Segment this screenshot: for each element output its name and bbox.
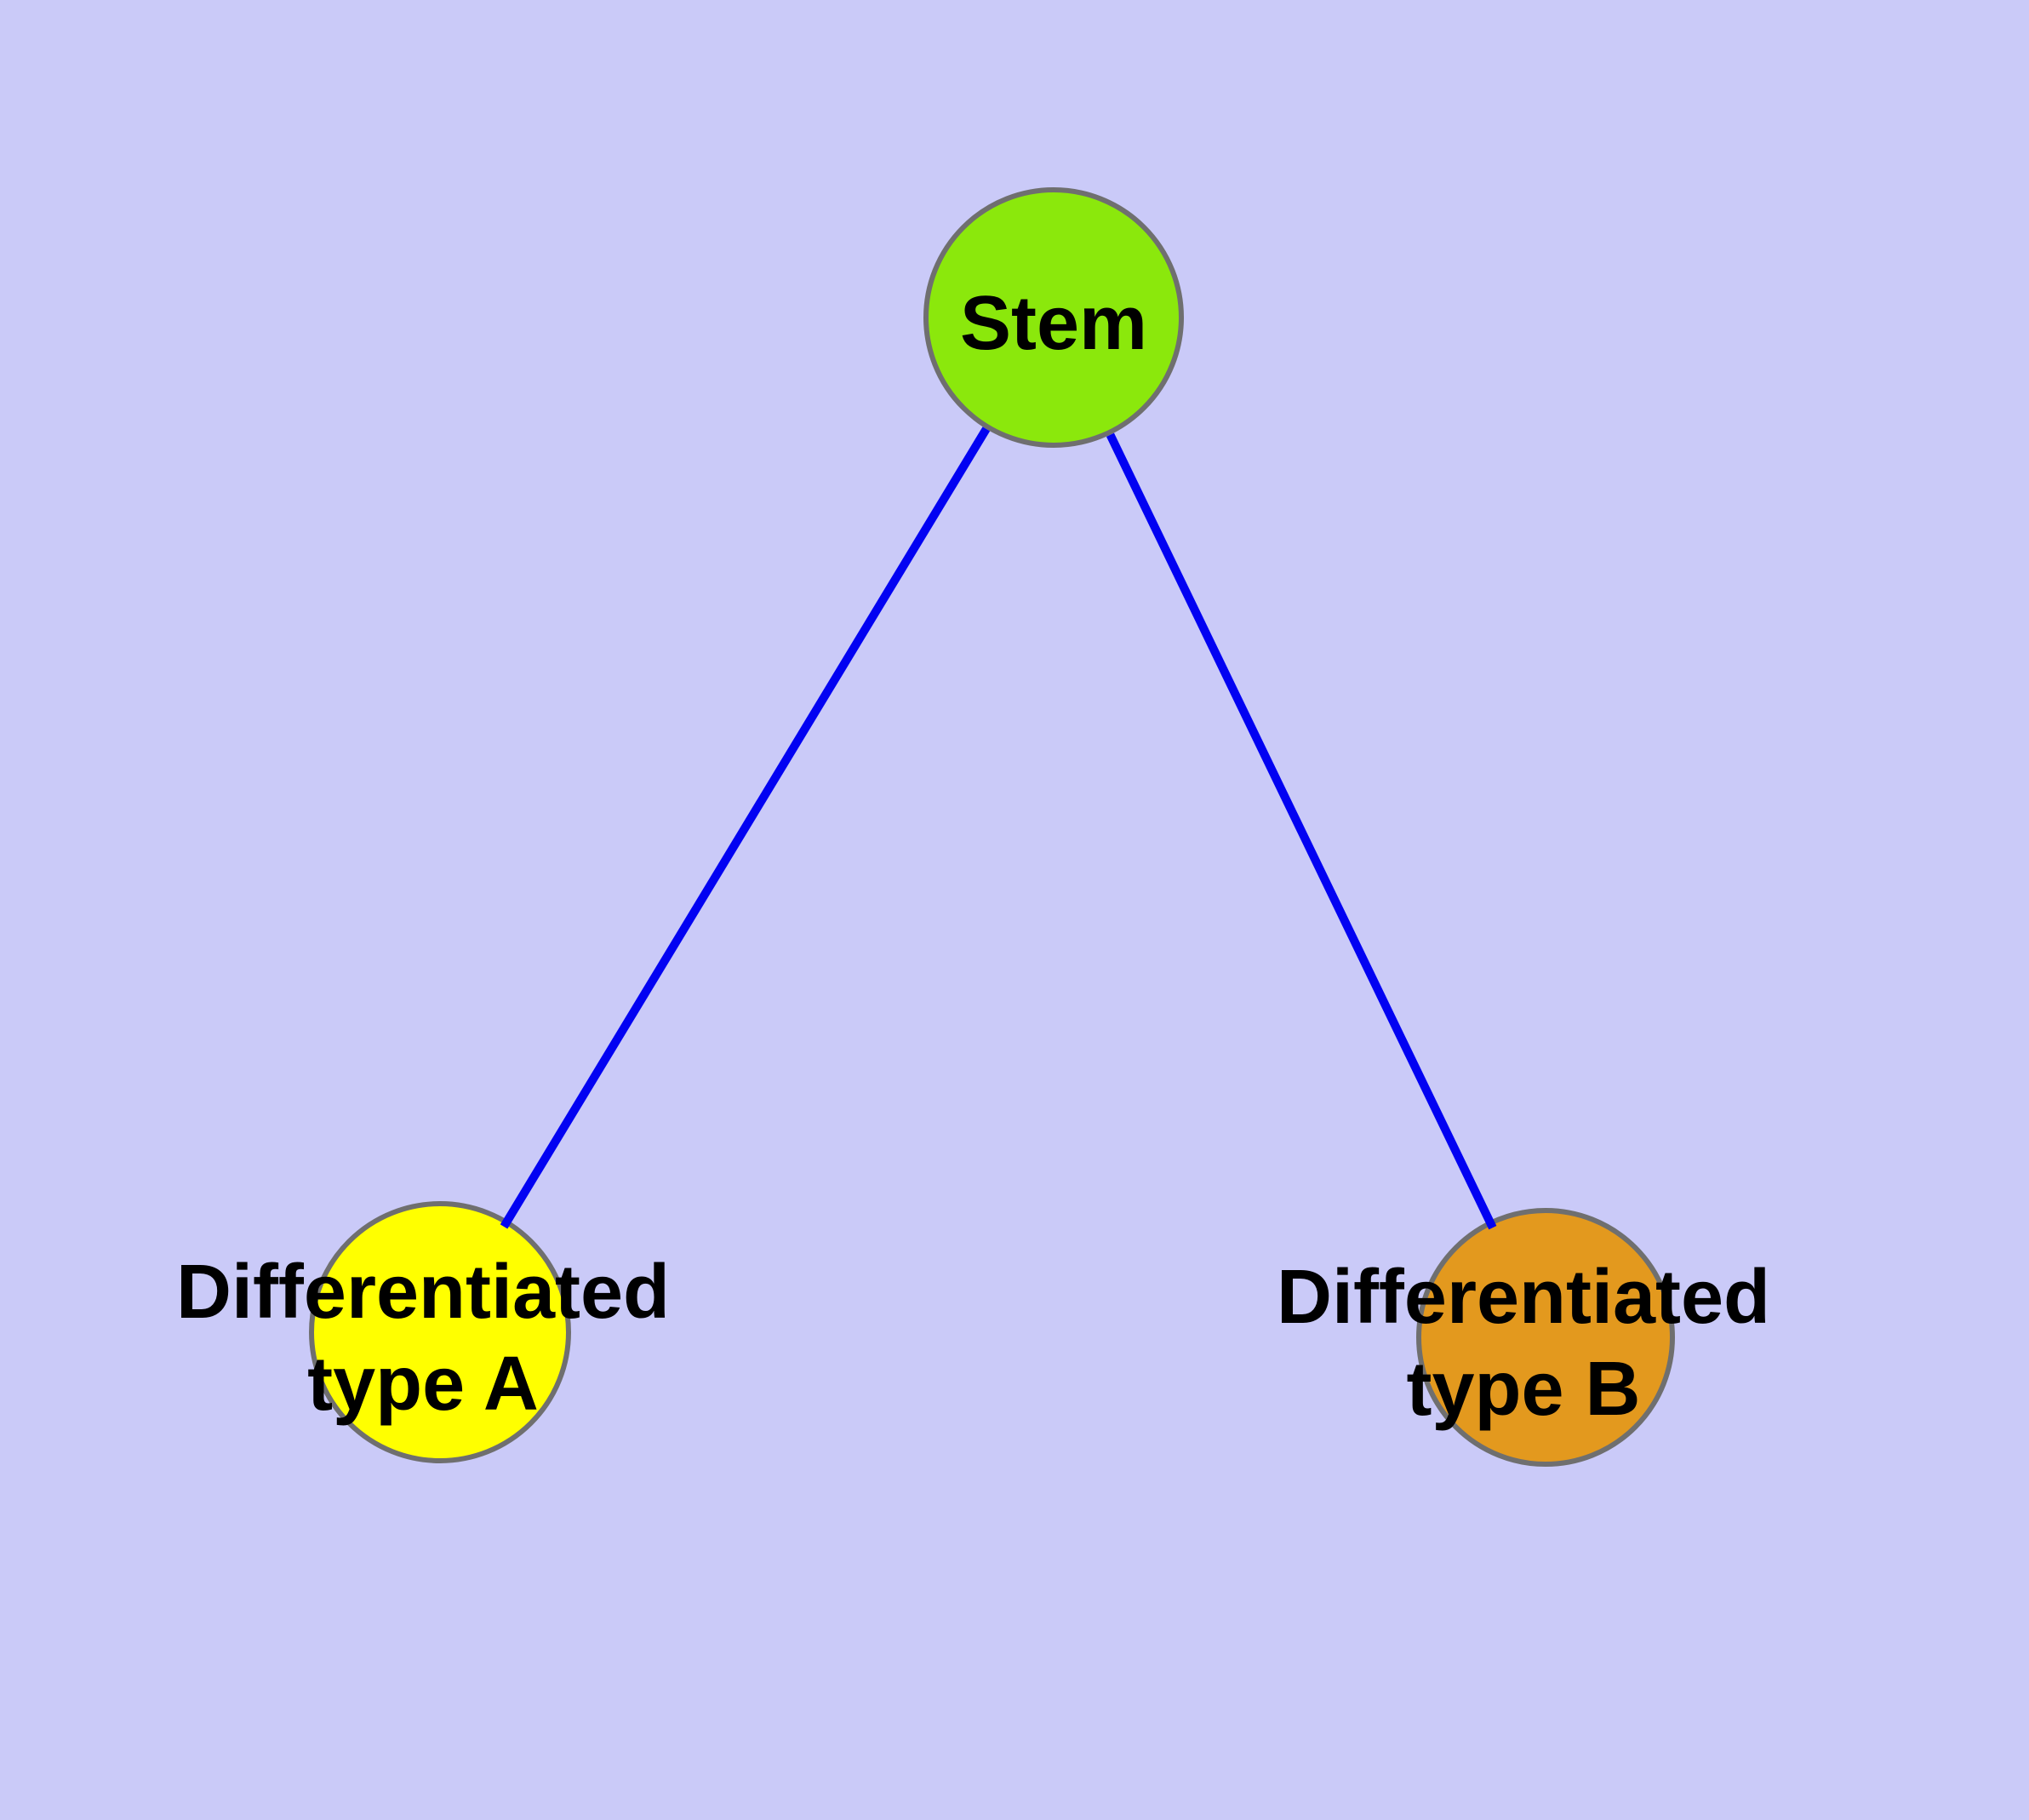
- node-stem[interactable]: [923, 187, 1184, 448]
- edge-stem-type-b: [1106, 432, 1497, 1230]
- node-type-a[interactable]: [309, 1201, 571, 1463]
- label-stem: Stem: [960, 281, 1147, 366]
- node-type-b[interactable]: [1416, 1208, 1675, 1467]
- nodes-layer: [309, 187, 1675, 1467]
- edges-layer: [500, 426, 1497, 1230]
- edge-stem-type-a: [500, 426, 991, 1229]
